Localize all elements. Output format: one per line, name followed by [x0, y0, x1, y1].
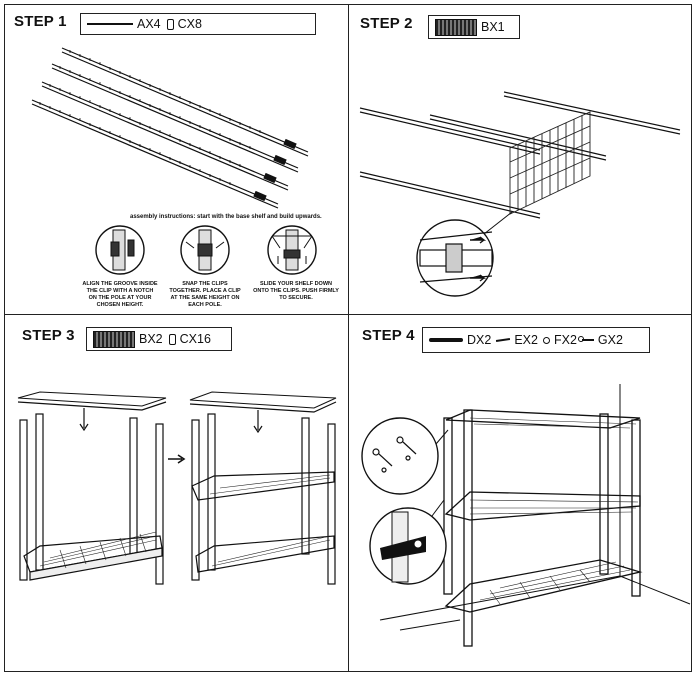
step3-title: STEP 3 [22, 327, 75, 344]
part-cx: CX16 [168, 332, 211, 346]
anchor-icon [577, 336, 594, 342]
part-bx: BX2 [93, 330, 163, 348]
part-code: CX8 [177, 17, 202, 31]
step1-parts-box: AX4 CX8 [80, 13, 316, 35]
step1-poles-illustration [31, 47, 309, 209]
part-code: BX1 [481, 20, 505, 34]
part-code: FX2 [553, 333, 577, 347]
part-code: GX2 [597, 333, 623, 347]
part-code: AX4 [137, 17, 161, 31]
detail-circle-hardware [361, 417, 449, 495]
right-unit [189, 391, 337, 585]
part-code: EX2 [514, 333, 538, 347]
step3-parts-box: BX2 CX16 [86, 327, 232, 351]
step2-shelf-illustration [359, 91, 681, 297]
instruction-text-3: SLIDE YOUR SHELF DOWN ONTO THE CLIPS. PU… [253, 281, 339, 301]
step3-illustration [17, 391, 337, 585]
step2-parts-box: BX1 [428, 15, 520, 39]
room-corner [379, 384, 691, 631]
clip-detail-circles [95, 225, 317, 275]
step4-parts-box: DX2 EX2 FX2 GX2 [422, 327, 650, 353]
panel-divider-horizontal [4, 314, 692, 315]
step4-title: STEP 4 [362, 327, 415, 344]
part-ax: AX4 [87, 17, 161, 31]
rod-icon [87, 23, 133, 25]
washer-icon [542, 336, 550, 344]
shelving-unit [443, 409, 643, 647]
part-code: BX2 [139, 332, 163, 346]
clip-icon [168, 333, 176, 345]
instruction-text-2: SNAP THE CLIPS TOGETHER. PLACE A CLIP AT… [169, 281, 241, 308]
instruction-text-1: ALIGN THE GROOVE INSIDE THE CLIP WITH A … [82, 281, 158, 308]
pole [61, 47, 309, 157]
step1-title: STEP 1 [14, 13, 67, 30]
part-cx: CX8 [166, 17, 202, 31]
part-bx: BX1 [435, 18, 505, 36]
pole [51, 63, 299, 173]
wire-shelf [509, 111, 591, 215]
part-gx: GX2 [577, 333, 623, 347]
left-unit [17, 391, 167, 585]
step2-title: STEP 2 [360, 15, 413, 32]
part-dx: DX2 [429, 333, 491, 347]
shelf-icon [93, 330, 135, 348]
clip-icon [166, 18, 174, 30]
pole [41, 81, 289, 191]
shelf-icon [435, 18, 477, 36]
part-ex: EX2 [496, 333, 538, 347]
detail-circle-strap [369, 499, 447, 585]
part-code: CX16 [179, 332, 211, 346]
part-fx: FX2 [542, 333, 577, 347]
panel-divider-vertical [348, 4, 349, 672]
part-code: DX2 [467, 333, 492, 347]
instructions-heading: assembly instructions: start with the ba… [130, 214, 322, 220]
strap-icon [429, 338, 463, 342]
pole [31, 99, 279, 209]
